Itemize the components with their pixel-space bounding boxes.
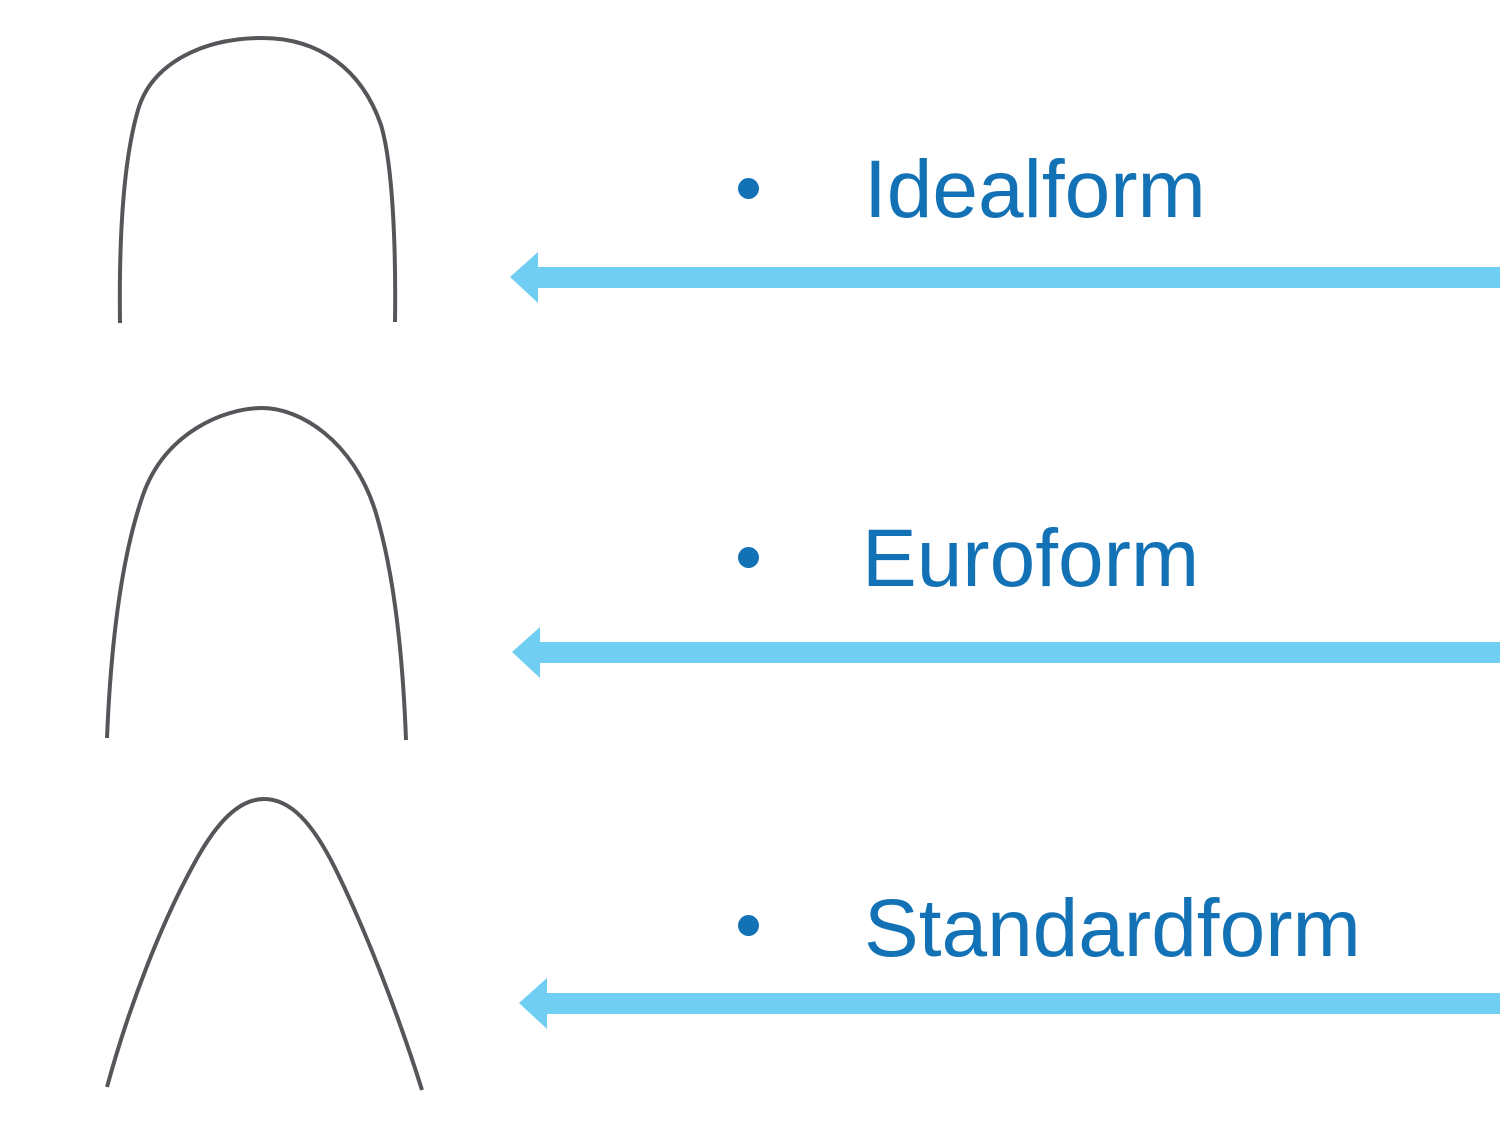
- euroform-archwire-icon: [105, 405, 408, 741]
- label-idealform: Idealform: [864, 144, 1206, 235]
- left-arrow-standardform: [519, 978, 1500, 1029]
- left-arrow-head-icon: [519, 978, 547, 1029]
- left-arrow-shaft: [539, 642, 1500, 663]
- idealform-archwire-icon: [117, 35, 398, 324]
- left-arrow-head-icon: [512, 627, 540, 678]
- left-arrow-euroform: [512, 627, 1500, 678]
- bullet-dot-icon: [738, 915, 759, 936]
- standardform-archwire-icon: [105, 796, 424, 1091]
- label-standardform: Standardform: [864, 883, 1361, 974]
- left-arrow-shaft: [546, 993, 1500, 1014]
- bullet-dot-icon: [738, 547, 759, 568]
- left-arrow-idealform: [510, 252, 1500, 303]
- bullet-dot-icon: [738, 178, 759, 199]
- left-arrow-head-icon: [510, 252, 538, 303]
- left-arrow-shaft: [537, 267, 1500, 288]
- label-euroform: Euroform: [862, 513, 1200, 604]
